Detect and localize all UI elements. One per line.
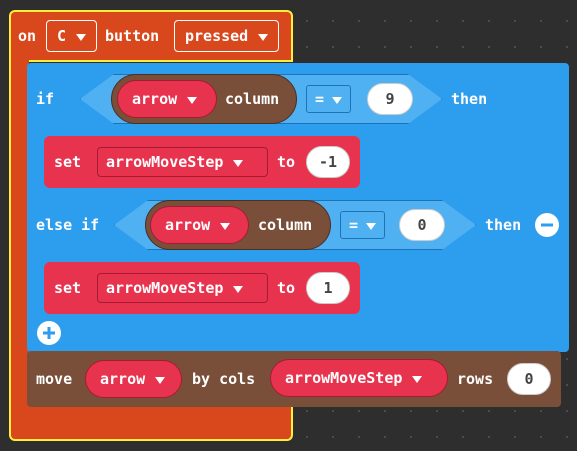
- set-label: set: [54, 153, 82, 171]
- event-block-footer[interactable]: [9, 404, 293, 441]
- set-value-input[interactable]: 1: [306, 272, 350, 304]
- if-sprite-value: arrow: [132, 90, 178, 108]
- if-else-block-footer[interactable]: [27, 318, 569, 352]
- move-label: move: [36, 370, 73, 388]
- if-then-label: then: [451, 90, 488, 108]
- chevron-down-icon: [187, 96, 198, 104]
- button-label: button: [105, 27, 160, 45]
- to-label: to: [277, 153, 296, 171]
- remove-else-if-button[interactable]: [535, 213, 559, 237]
- move-rows-input[interactable]: 0: [507, 363, 551, 395]
- button-dropdown-value: C: [57, 27, 67, 45]
- if-operator-dropdown[interactable]: =: [306, 85, 352, 113]
- chevron-down-icon: [76, 33, 87, 41]
- set-variable-value: arrowMoveStep: [106, 153, 224, 171]
- chevron-down-icon: [412, 375, 423, 383]
- set-label: set: [54, 279, 82, 297]
- chevron-down-icon: [332, 96, 343, 104]
- if-operator-value: =: [315, 90, 325, 108]
- chevron-down-icon: [233, 159, 244, 167]
- else-if-compare-value[interactable]: 0: [399, 209, 445, 241]
- set-variable-dropdown[interactable]: arrowMoveStep: [97, 273, 268, 303]
- if-compare-value[interactable]: 9: [367, 83, 413, 115]
- button-action-dropdown[interactable]: pressed: [174, 20, 280, 52]
- chevron-down-icon: [155, 376, 166, 384]
- chevron-down-icon: [233, 285, 244, 293]
- move-sprite-dropdown[interactable]: arrow: [85, 360, 182, 398]
- add-else-button[interactable]: [37, 321, 61, 345]
- button-action-value: pressed: [185, 27, 249, 45]
- else-if-sprite-value: arrow: [165, 216, 211, 234]
- else-if-operator-value: =: [349, 216, 359, 234]
- if-label: if: [36, 90, 55, 108]
- else-if-sprite-dropdown[interactable]: arrow: [150, 206, 249, 244]
- chevron-down-icon: [220, 222, 231, 230]
- else-if-label: else if: [36, 216, 100, 234]
- else-if-operator-dropdown[interactable]: =: [340, 211, 386, 239]
- chevron-down-icon: [258, 33, 269, 41]
- move-sprite-value: arrow: [100, 370, 146, 388]
- minus-circle-icon: [536, 214, 558, 236]
- on-label: on: [18, 27, 37, 45]
- else-if-then-label: then: [485, 216, 522, 234]
- if-property-label: column: [225, 90, 280, 108]
- else-if-property-label: column: [258, 216, 313, 234]
- set-value-input[interactable]: -1: [306, 146, 350, 178]
- if-sprite-dropdown[interactable]: arrow: [117, 80, 217, 118]
- move-cols-variable-value: arrowMoveStep: [285, 369, 403, 387]
- set-variable-value: arrowMoveStep: [106, 279, 224, 297]
- plus-circle-icon: [38, 322, 60, 344]
- to-label: to: [277, 279, 296, 297]
- by-cols-label: by cols: [192, 370, 256, 388]
- event-block-body: [9, 60, 29, 405]
- rows-label: rows: [457, 370, 494, 388]
- move-cols-variable-dropdown[interactable]: arrowMoveStep: [270, 359, 448, 397]
- button-dropdown[interactable]: C: [46, 20, 98, 52]
- set-variable-dropdown[interactable]: arrowMoveStep: [97, 147, 268, 177]
- chevron-down-icon: [366, 222, 377, 230]
